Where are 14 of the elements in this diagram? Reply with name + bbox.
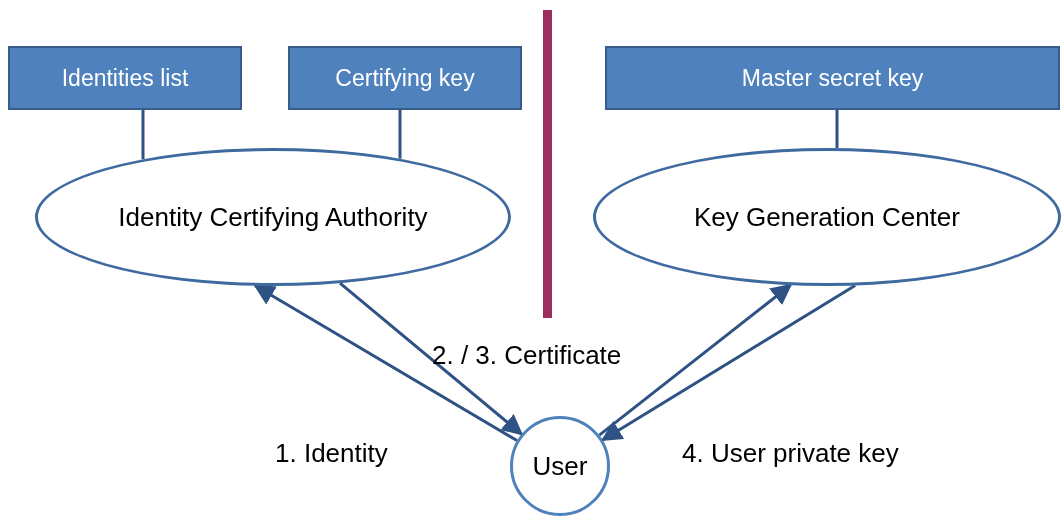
arrow bbox=[600, 284, 856, 442]
edge-label: 4. User private key bbox=[682, 438, 899, 469]
key-box: Certifying key bbox=[288, 46, 522, 110]
authority-ellipse: Identity Certifying Authority bbox=[35, 148, 511, 286]
connector-line bbox=[141, 110, 145, 160]
edge-label: 1. Identity bbox=[275, 438, 388, 469]
connector-line bbox=[835, 110, 839, 149]
key-box: Identities list bbox=[8, 46, 242, 110]
arrow bbox=[253, 284, 518, 442]
connector-line bbox=[398, 110, 402, 159]
edge-label: 2. / 3. Certificate bbox=[432, 340, 622, 371]
authority-ellipse: Key Generation Center bbox=[593, 148, 1061, 286]
user-circle: User bbox=[510, 416, 610, 516]
key-box: Master secret key bbox=[605, 46, 1060, 110]
